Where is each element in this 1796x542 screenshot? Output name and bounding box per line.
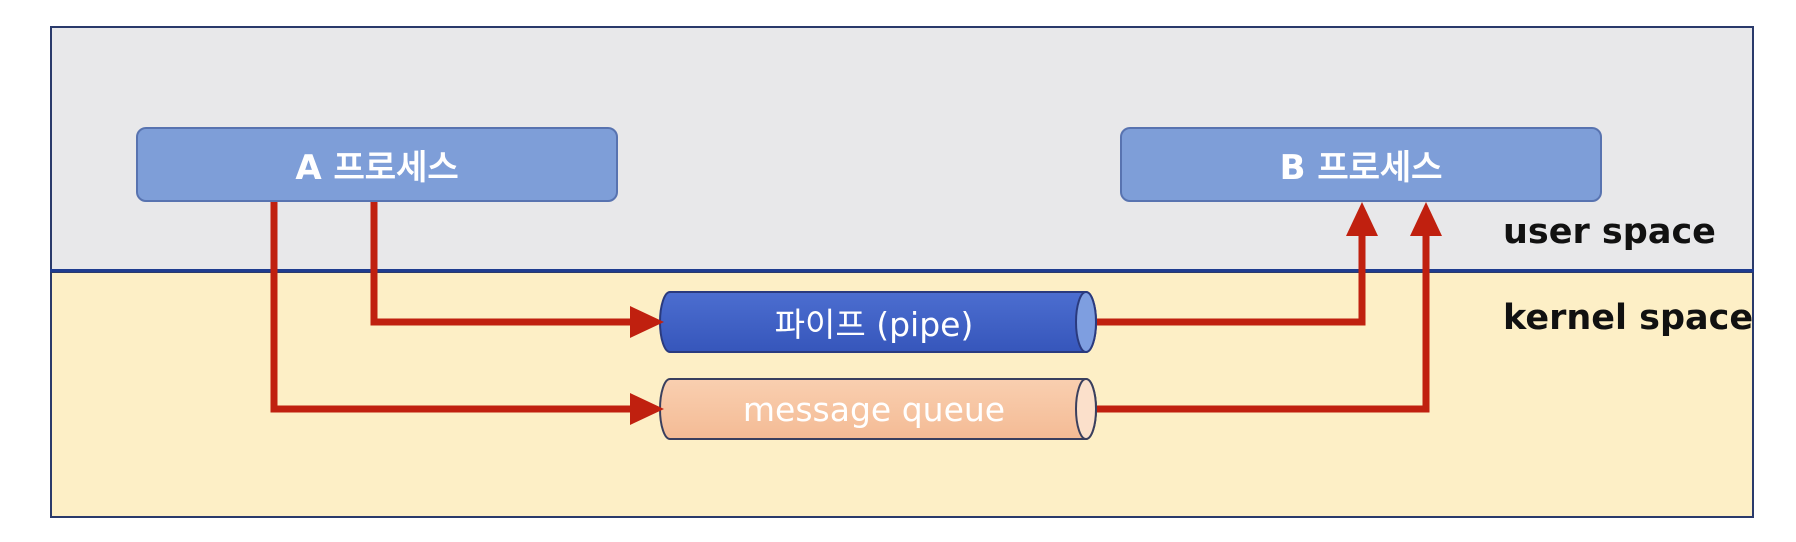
arrow-pipe-to-b: [1097, 232, 1366, 326]
user-space-label: user space: [1503, 212, 1716, 252]
arrowhead-b-from-message-queue: [1410, 202, 1442, 236]
process-b-box: B 프로세스: [1120, 127, 1602, 202]
process-b-label: B 프로세스: [1279, 148, 1443, 188]
arrow-message-queue-to-b: [1097, 232, 1430, 413]
pipe-cylinder: [659, 291, 1097, 353]
arrowhead-message-queue-input: [630, 393, 664, 425]
arrowhead-pipe-input: [630, 306, 664, 338]
user-kernel-divider: [50, 269, 1754, 272]
message-queue-label: message queue: [742, 389, 1006, 429]
arrow-a-to-pipe: [370, 202, 630, 326]
pipe-label: 파이프 (pipe): [774, 305, 974, 344]
arrow-a-to-message-queue: [270, 202, 630, 413]
arrowhead-b-from-pipe: [1346, 202, 1378, 236]
message-queue-cylinder: [659, 378, 1097, 440]
process-a-label: A 프로세스: [295, 148, 459, 188]
kernel-space-label: kernel space: [1503, 298, 1754, 338]
process-a-box: A 프로세스: [136, 127, 618, 202]
